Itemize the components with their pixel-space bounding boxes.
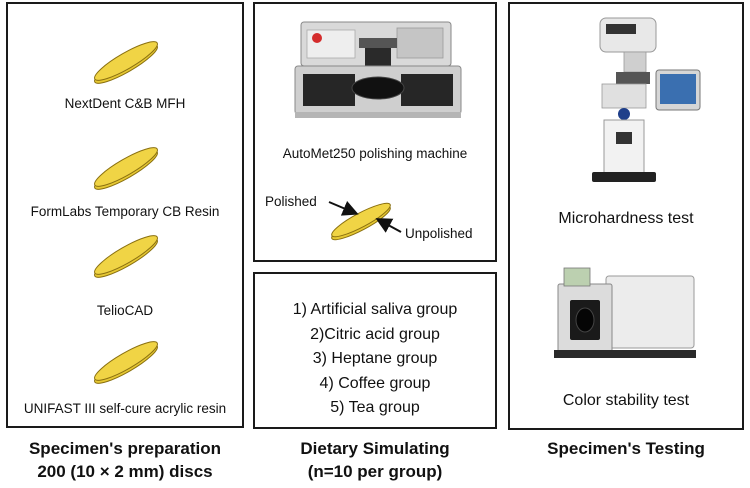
group-item-4: 4) Coffee group	[255, 372, 495, 397]
specimen-testing-panel: Microhardness test Color stability test	[508, 2, 744, 430]
group-item-5: 5) Tea group	[255, 396, 495, 421]
caption-left-line2: 200 (10 × 2 mm) discs	[0, 460, 250, 483]
spectrophotometer-image	[550, 266, 700, 366]
caption-specimen-preparation: Specimen's preparation 200 (10 × 2 mm) d…	[0, 437, 250, 483]
specimen-label-1: NextDent C&B MFH	[8, 96, 242, 111]
polishing-machine-image	[293, 14, 463, 122]
caption-specimen-testing: Specimen's Testing	[505, 437, 747, 460]
caption-right-line1: Specimen's Testing	[505, 437, 747, 460]
dietary-groups-panel: 1) Artificial saliva group 2)Citric acid…	[253, 272, 497, 429]
specimen-disc-2	[86, 148, 166, 188]
group-list: 1) Artificial saliva group 2)Citric acid…	[255, 298, 495, 421]
caption-middle-line2: (n=10 per group)	[250, 460, 500, 483]
polishing-panel: AutoMet250 polishing machine Polished Un…	[253, 2, 497, 262]
caption-left-line1: Specimen's preparation	[0, 437, 250, 460]
specimen-disc-4	[86, 342, 166, 382]
polishing-machine-label: AutoMet250 polishing machine	[255, 146, 495, 161]
group-item-2: 2)Citric acid group	[255, 323, 495, 348]
specimen-label-4: UNIFAST III self-cure acrylic resin	[8, 401, 242, 416]
color-stability-label: Color stability test	[510, 392, 742, 410]
caption-dietary-simulating: Dietary Simulating (n=10 per group)	[250, 437, 500, 483]
specimen-disc-3	[86, 236, 166, 276]
polished-specimen-disc	[255, 182, 495, 262]
caption-middle-line1: Dietary Simulating	[250, 437, 500, 460]
specimen-label-3: TelioCAD	[8, 303, 242, 318]
microhardness-tester-image	[572, 12, 712, 188]
specimen-label-2: FormLabs Temporary CB Resin	[8, 204, 242, 219]
specimen-disc-1	[86, 42, 166, 82]
microhardness-label: Microhardness test	[510, 210, 742, 228]
specimen-preparation-panel: NextDent C&B MFH FormLabs Temporary CB R…	[6, 2, 244, 428]
group-item-1: 1) Artificial saliva group	[255, 298, 495, 323]
group-item-3: 3) Heptane group	[255, 347, 495, 372]
